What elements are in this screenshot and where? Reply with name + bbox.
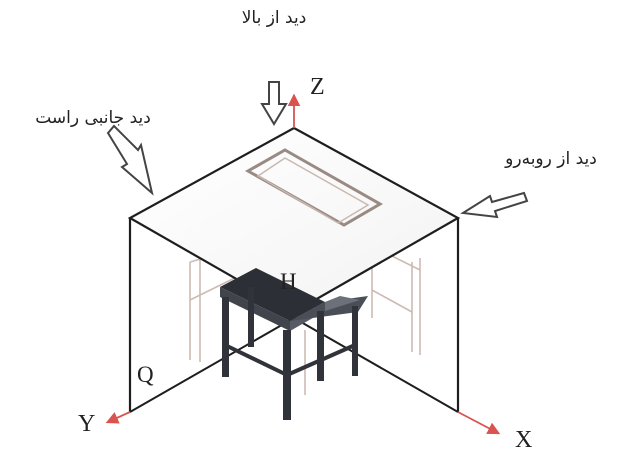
axis-label-y: Y — [78, 411, 95, 437]
plane-label-q: Q — [137, 362, 154, 387]
axis-label-z: Z — [310, 74, 325, 100]
side-view-arrow — [106, 124, 154, 196]
front-view-arrow — [460, 191, 529, 219]
frame-edges — [128, 218, 460, 412]
plane-label-h: H — [280, 269, 297, 294]
top-view-arrow — [260, 81, 288, 126]
label-top-view: دید از بالا — [242, 8, 307, 28]
axes — [105, 93, 501, 435]
label-side-view: دید جانبی راست — [35, 108, 151, 128]
axis-label-x: X — [515, 427, 532, 453]
floor-lines — [129, 317, 459, 413]
tabletop-projection — [244, 148, 384, 227]
view-arrows — [106, 81, 529, 219]
y-axis — [105, 411, 131, 424]
label-front-view: دید از روبه‌رو — [504, 149, 597, 169]
x-axis — [457, 411, 501, 435]
table-object — [220, 268, 368, 420]
